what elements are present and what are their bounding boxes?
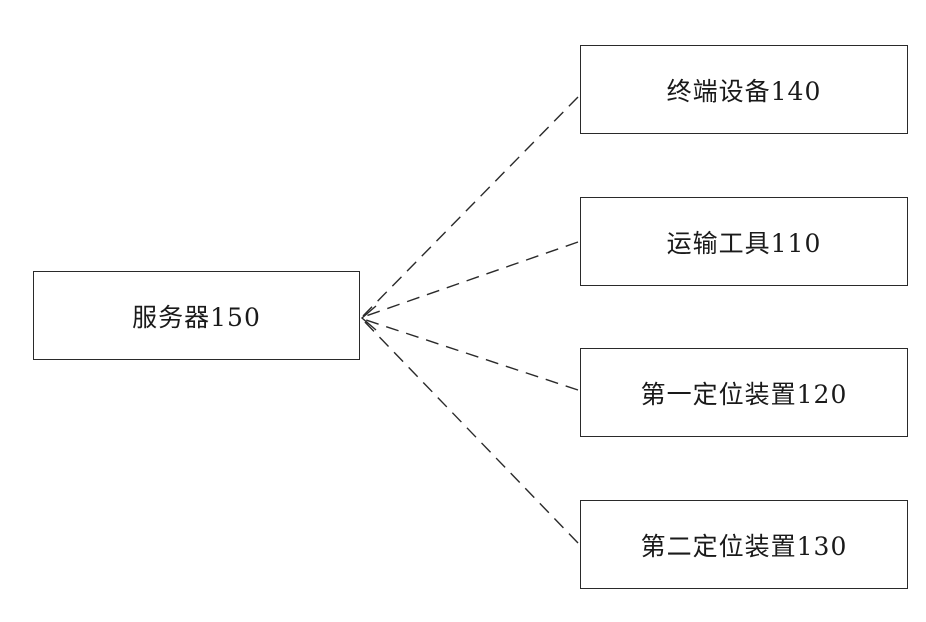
server-node: 服务器150 <box>33 271 360 360</box>
vehicle-label: 运输工具110 <box>667 224 822 260</box>
edge-locator2-to-server <box>363 320 578 543</box>
first-positioning-device-label: 第一定位装置120 <box>641 375 848 411</box>
second-positioning-device-node: 第二定位装置130 <box>580 500 908 589</box>
second-positioning-device-label: 第二定位装置130 <box>641 527 848 563</box>
terminal-device-label: 终端设备140 <box>667 72 822 108</box>
edge-vehicle-to-server <box>363 242 578 317</box>
first-positioning-device-node: 第一定位装置120 <box>580 348 908 437</box>
edge-terminal-to-server <box>363 97 578 316</box>
server-label: 服务器150 <box>132 298 261 334</box>
terminal-device-node: 终端设备140 <box>580 45 908 134</box>
edge-locator1-to-server <box>363 319 578 390</box>
vehicle-node: 运输工具110 <box>580 197 908 286</box>
